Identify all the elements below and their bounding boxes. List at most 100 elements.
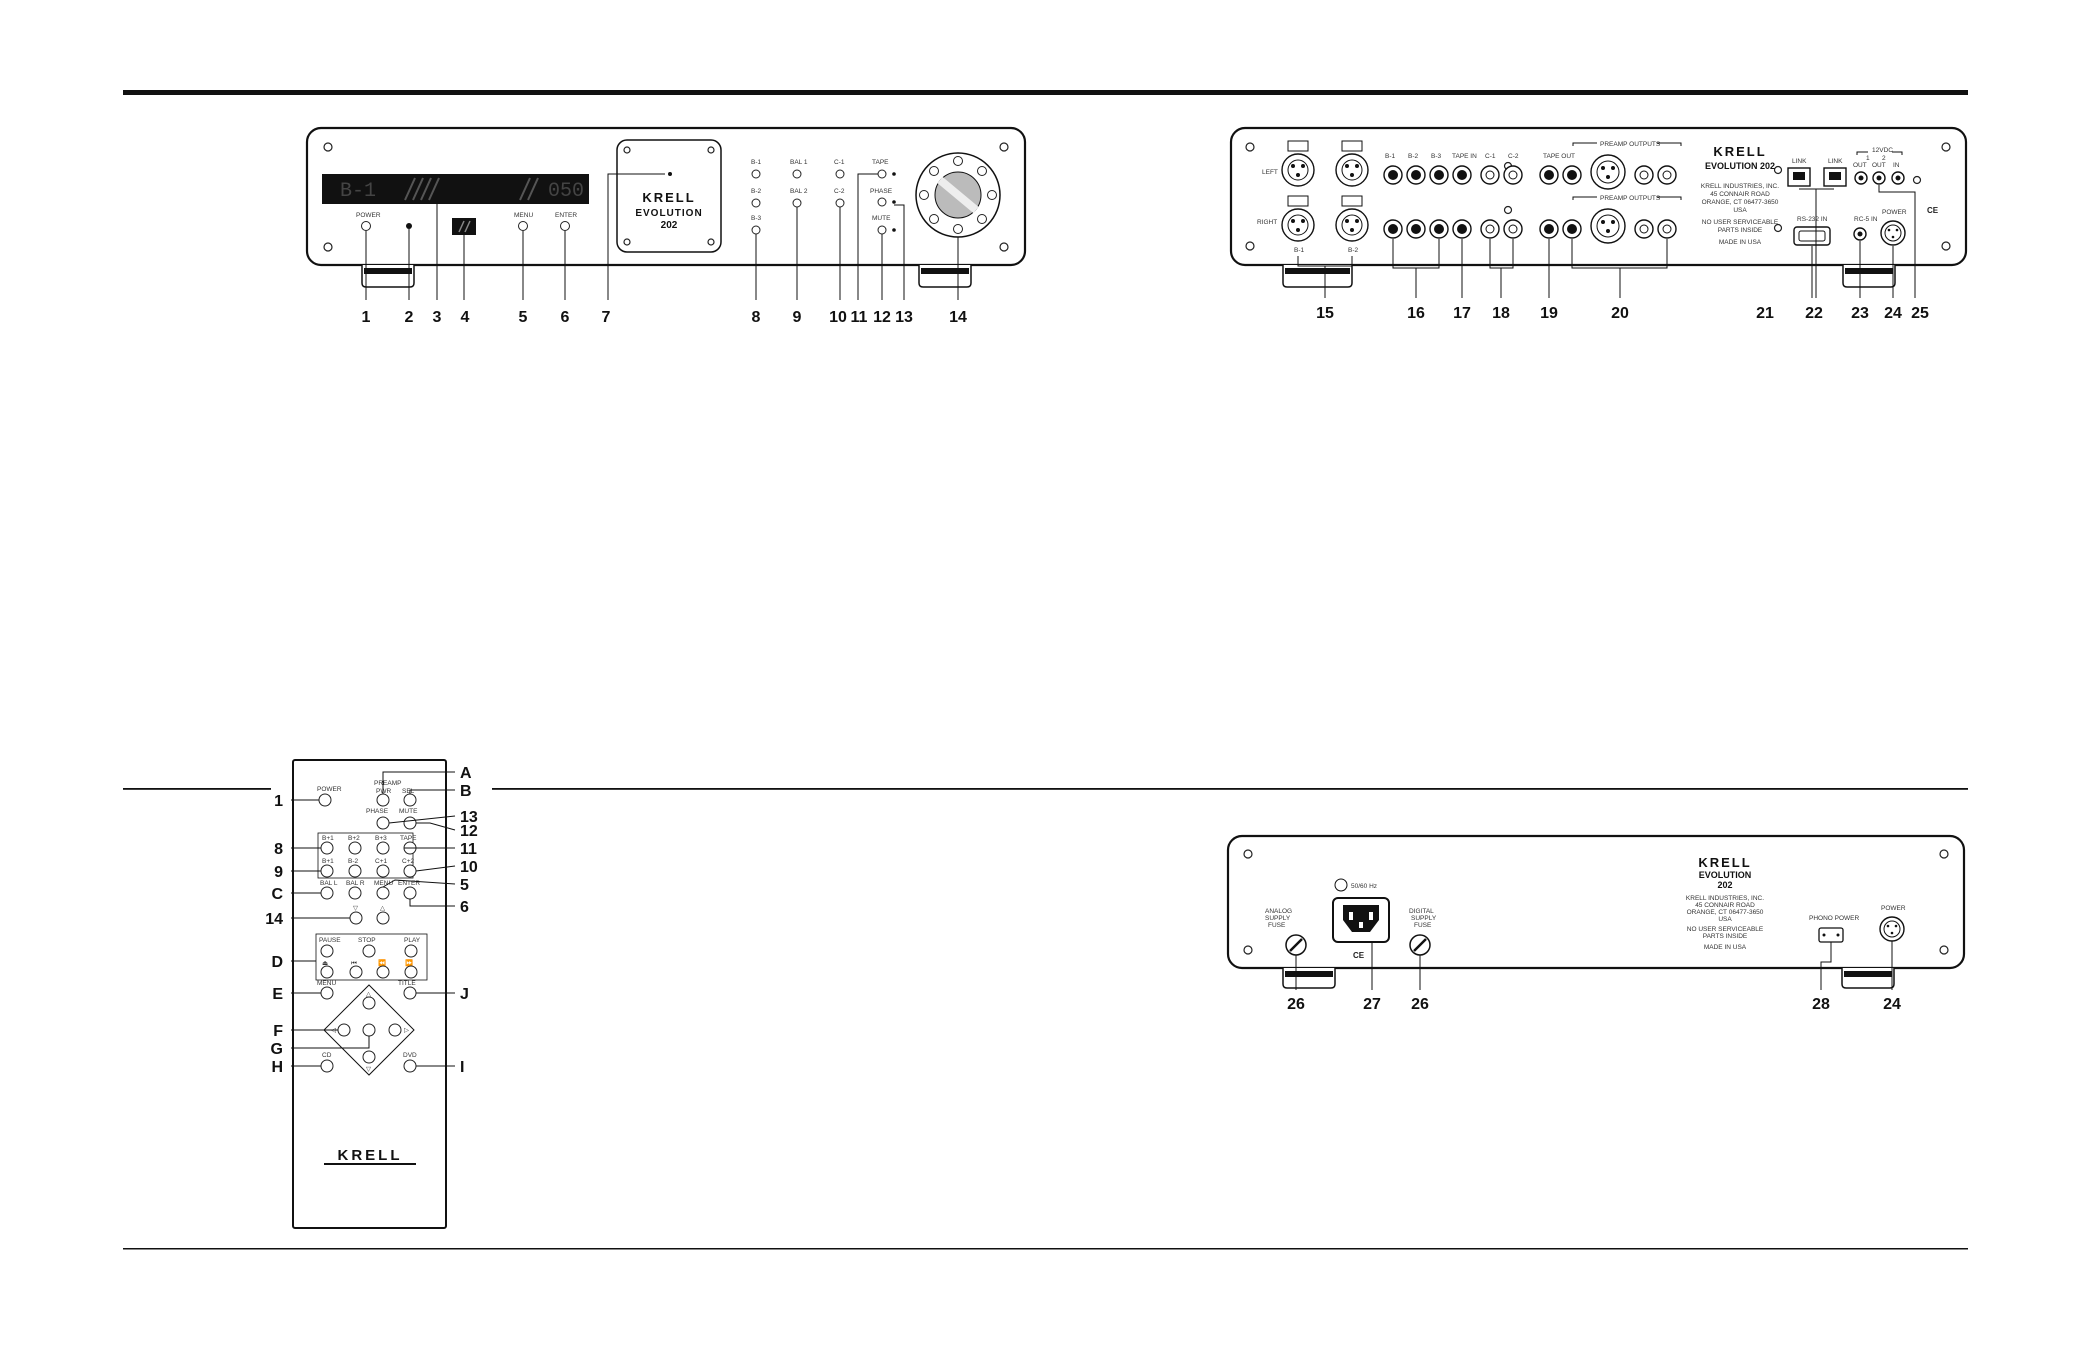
front-menu-button[interactable]	[518, 221, 528, 231]
remote-prev-button[interactable]	[349, 965, 363, 979]
remote-pause-button[interactable]	[320, 944, 334, 958]
callout-label: 26	[1287, 996, 1305, 1013]
remote-volume-down-button[interactable]	[349, 911, 363, 925]
front-b2-button[interactable]	[751, 198, 761, 208]
remote-pwr-button[interactable]	[376, 793, 390, 807]
remote-enter-button[interactable]	[403, 886, 417, 900]
remote-nav-pad	[323, 984, 415, 1076]
front-c1-button[interactable]	[835, 169, 845, 179]
front-display-window	[452, 218, 476, 235]
front-model-line2: 202	[661, 220, 678, 231]
remote-cd-button[interactable]	[320, 1059, 334, 1073]
callout-label: 2	[405, 309, 414, 326]
callout-label: 9	[793, 309, 802, 326]
front-display-left-text: B-1	[340, 180, 376, 203]
callout-label: 13	[460, 809, 478, 826]
ps-address-line: USA	[1718, 916, 1732, 923]
rear-ir-label: RC-5 IN	[1854, 216, 1878, 223]
remote-left-button[interactable]	[337, 1023, 351, 1037]
remote-c2-button[interactable]	[403, 864, 417, 878]
front-bal2-button[interactable]	[792, 198, 802, 208]
front-tape-button[interactable]	[877, 169, 887, 179]
volume-knob[interactable]	[915, 152, 1001, 238]
remote-fwd-button[interactable]	[404, 965, 418, 979]
remote-b1-button[interactable]	[320, 841, 334, 855]
remote-play-button[interactable]	[404, 944, 418, 958]
front-enter-label: ENTER	[555, 212, 577, 219]
arrow-up-icon: △	[366, 991, 372, 998]
remote-up-button[interactable]	[362, 996, 376, 1010]
middle-rule-left	[123, 788, 271, 790]
remote-sel-button[interactable]	[403, 793, 417, 807]
front-mute-button[interactable]	[877, 225, 887, 235]
remote-stop-button[interactable]	[362, 944, 376, 958]
rear-panel: LEFT RIGHT B-1 B-2 B-1 B-2 B-3 TAPE IN	[1229, 126, 1968, 322]
ps-ce-mark: CE	[1353, 951, 1365, 960]
front-label-tape: TAPE	[872, 159, 889, 166]
remote-menu-label: MENU	[374, 880, 393, 887]
remote-mute-button[interactable]	[403, 816, 417, 830]
front-phase-button[interactable]	[877, 197, 887, 207]
ps-warning-line: PARTS INSIDE	[1703, 933, 1748, 940]
front-b1-button[interactable]	[751, 169, 761, 179]
remote-input-label: B+3	[375, 835, 387, 842]
ps-model-line2: 202	[1717, 880, 1732, 890]
callout-label: H	[271, 1059, 283, 1076]
remote-input-label: TAPE	[400, 835, 417, 842]
middle-rule-right	[492, 788, 1968, 790]
ps-callouts: 26 27 26 28 24	[1287, 996, 1901, 1013]
remote-volume-up-button[interactable]	[376, 911, 390, 925]
remote-down-button[interactable]	[362, 1050, 376, 1064]
power-supply-chassis	[1226, 834, 1966, 970]
rear-trigger-title: 12VDC	[1872, 147, 1893, 154]
callout-label: 8	[752, 309, 761, 326]
remote-phase-button[interactable]	[376, 816, 390, 830]
rear-power-label: POWER	[1882, 209, 1907, 216]
ps-digital-fuse-label: SUPPLY	[1411, 915, 1437, 922]
ps-phono-power-label: PHONO POWER	[1809, 915, 1860, 922]
remote-bal-l-button[interactable]	[320, 886, 334, 900]
remote-bal2-button[interactable]	[348, 864, 362, 878]
remote-c1-button[interactable]	[376, 864, 390, 878]
callout-label: 27	[1363, 996, 1381, 1013]
front-c2-button[interactable]	[835, 198, 845, 208]
remote-bal-r-button[interactable]	[348, 886, 362, 900]
remote-title-button[interactable]	[403, 986, 417, 1000]
remote-b3-button[interactable]	[376, 841, 390, 855]
callout-label: 25	[1911, 305, 1929, 322]
callout-label: 18	[1492, 305, 1510, 322]
rear-trigger-number: 2	[1882, 155, 1886, 162]
rear-link-label: LINK	[1828, 158, 1843, 165]
remote-menu-button[interactable]	[376, 886, 390, 900]
ps-warning-line: NO USER SERVICEABLE	[1687, 926, 1764, 933]
rear-trigger-label: IN	[1893, 162, 1900, 169]
remote-input-label: B+1	[322, 835, 334, 842]
remote-right-button[interactable]	[388, 1023, 402, 1037]
remote-open-button[interactable]	[320, 965, 334, 979]
front-screw-icon	[323, 142, 1009, 252]
front-ir-sensor	[406, 223, 412, 229]
front-power-button[interactable]	[361, 221, 371, 231]
front-input-buttons: B-1 B-2 B-3 BAL 1 BAL 2 C-1 C-2 TAPE PHA…	[751, 159, 896, 235]
remote-power-button[interactable]	[318, 793, 332, 807]
front-enter-button[interactable]	[560, 221, 570, 231]
remote-select-button[interactable]	[362, 1023, 376, 1037]
front-b3-button[interactable]	[751, 225, 761, 235]
front-label-bal1: BAL 1	[790, 159, 808, 166]
remote-bal1-button[interactable]	[320, 864, 334, 878]
front-label-c1: C-1	[834, 159, 845, 166]
remote-b2-button[interactable]	[348, 841, 362, 855]
rear-rca-label: B-3	[1431, 153, 1442, 160]
volume-down-icon: ▽	[353, 905, 359, 912]
callout-label: 7	[602, 309, 611, 326]
remote-cd-label: CD	[322, 1052, 332, 1059]
rear-rca-label: TAPE IN	[1452, 153, 1477, 160]
rear-address-line: 45 CONNAIR ROAD	[1710, 191, 1770, 198]
remote-dvd-menu-button[interactable]	[320, 986, 334, 1000]
remote-rew-button[interactable]	[376, 965, 390, 979]
front-foot-right-slot	[921, 268, 969, 274]
rear-bal1-label: B-1	[1294, 247, 1305, 254]
remote-dvd-button[interactable]	[403, 1059, 417, 1073]
front-bal1-button[interactable]	[792, 169, 802, 179]
